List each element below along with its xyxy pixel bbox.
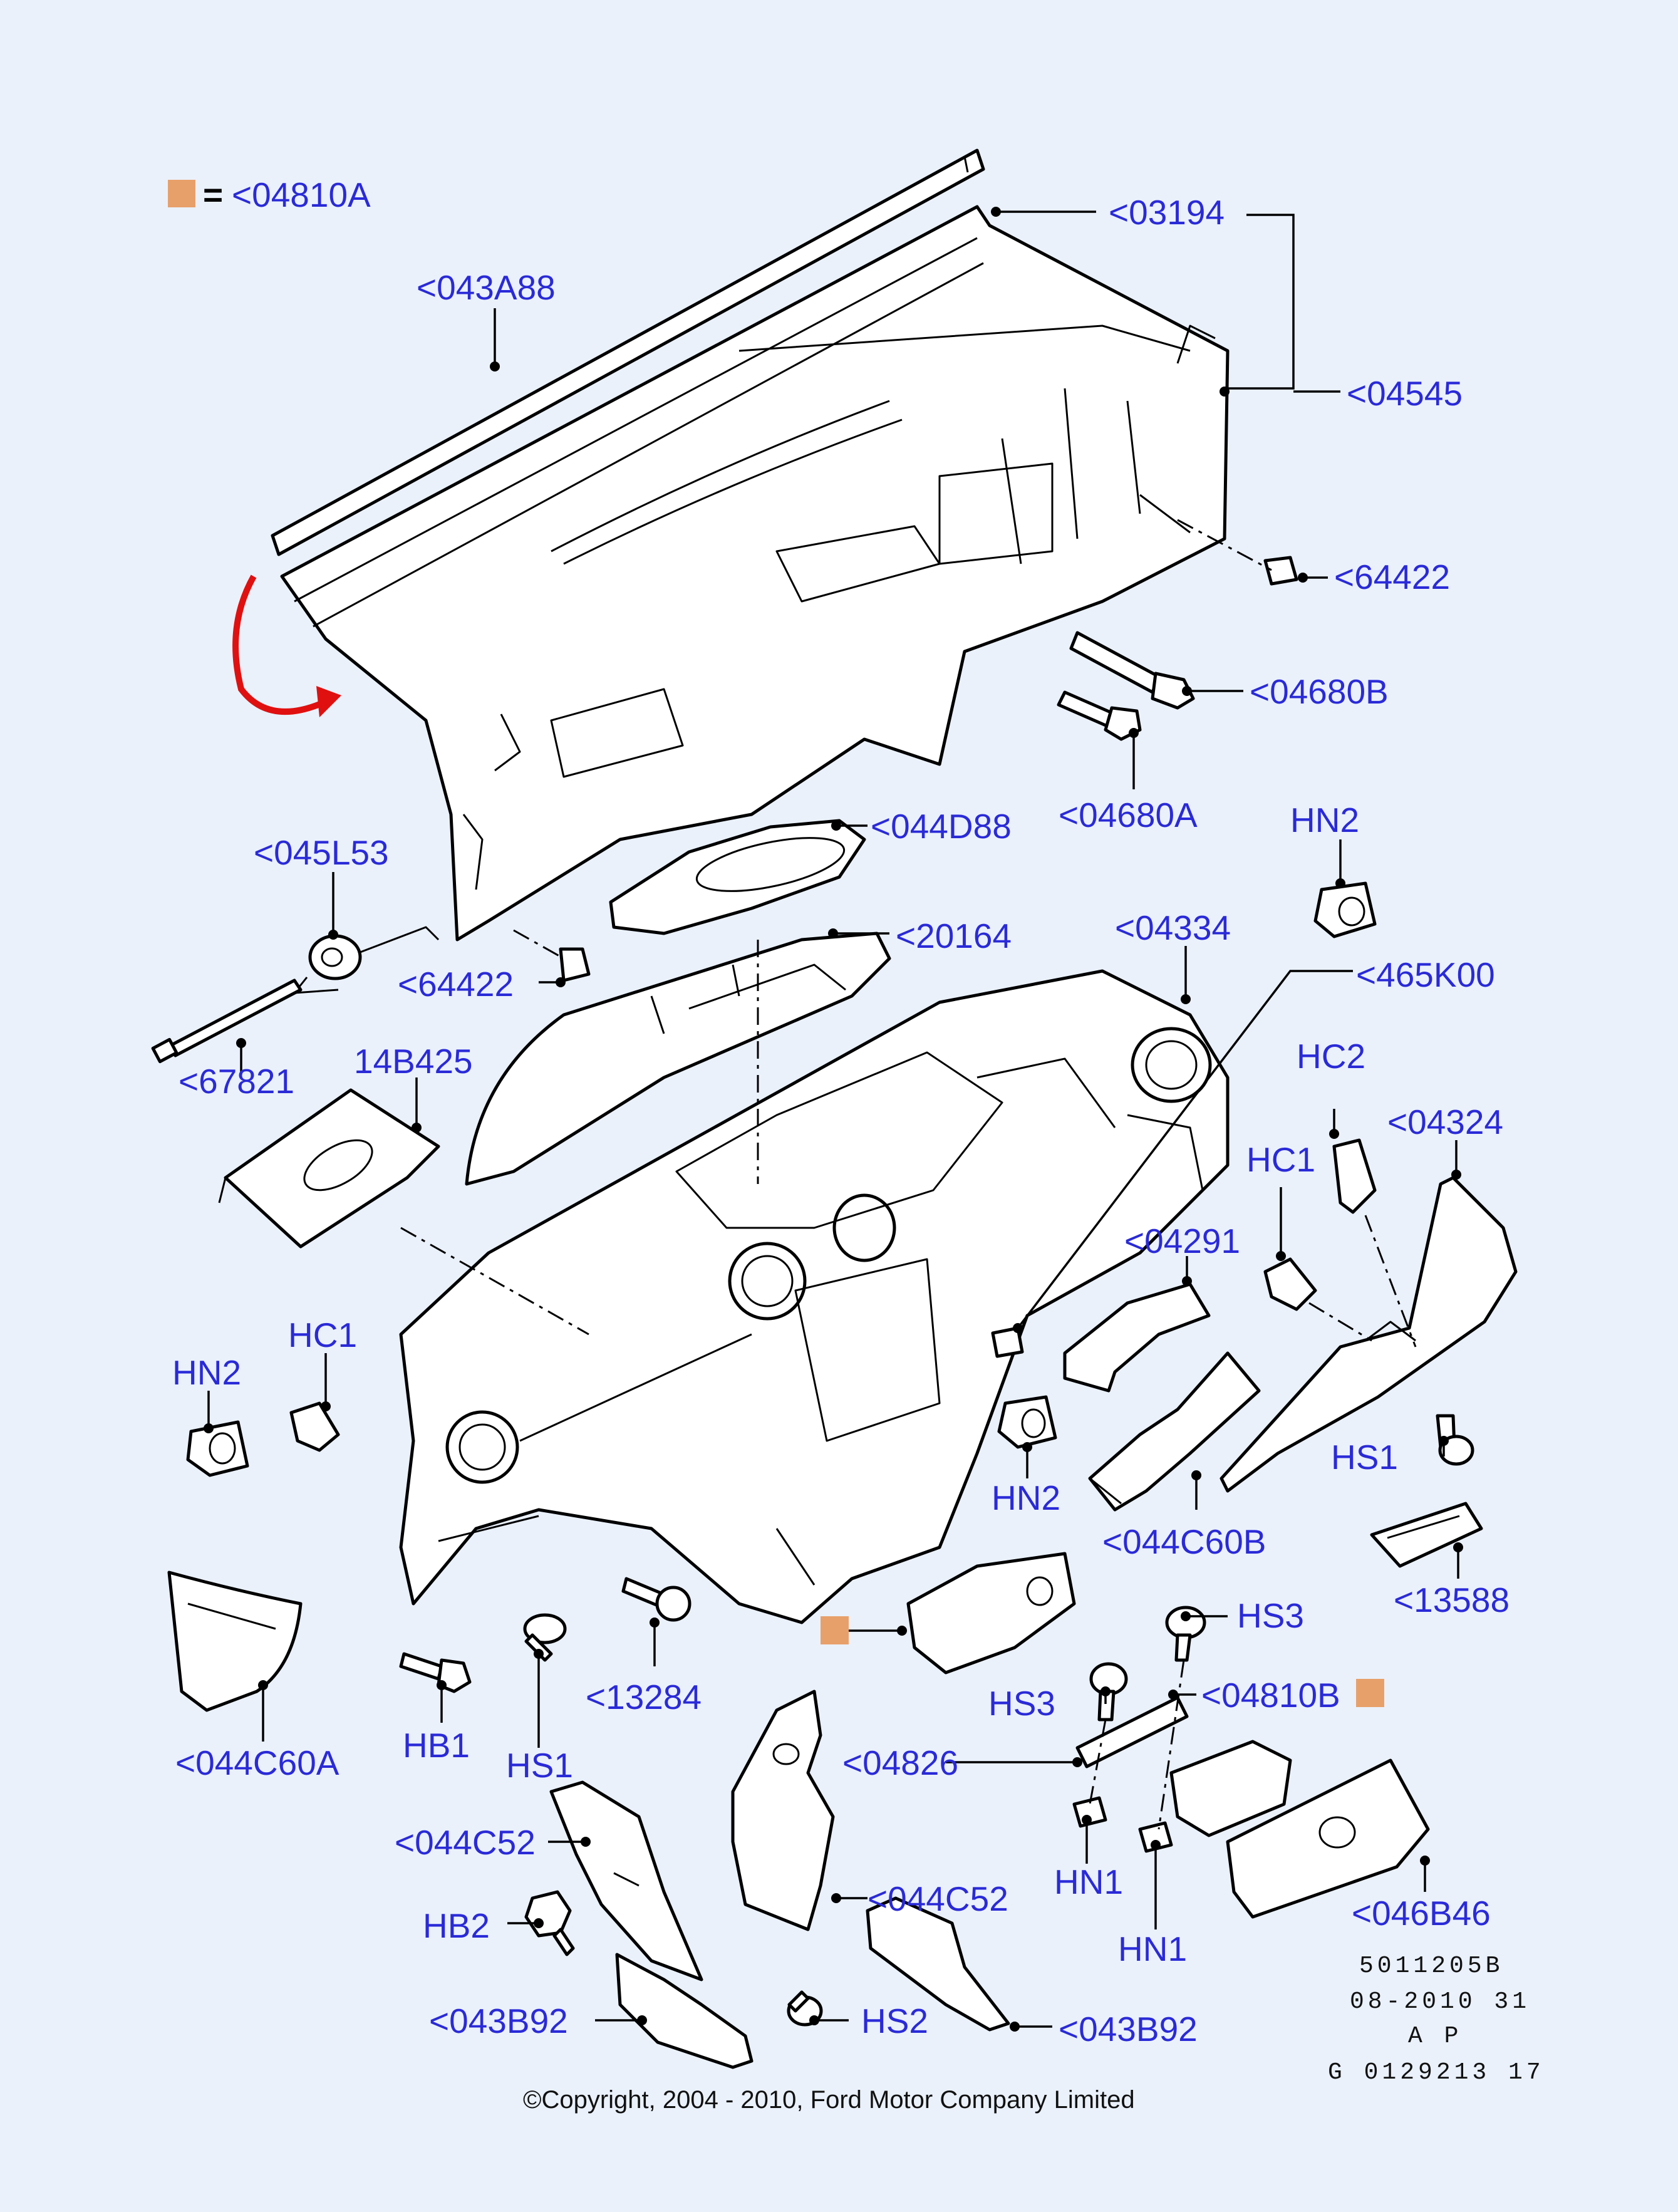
label-HC2: HC2 (1297, 1037, 1365, 1076)
part-67821-long-bolt (151, 979, 303, 1064)
label-046B46: <046B46 (1352, 1894, 1491, 1933)
part-20164-upper-cover (465, 932, 891, 1186)
part-044C60A-side-panel (167, 1571, 303, 1712)
part-04826-strap (1075, 1696, 1189, 1768)
label-64422-left: <64422 (398, 965, 514, 1004)
part-044D88-vent-cover (609, 819, 866, 935)
part-HC1-clip-left (289, 1401, 340, 1452)
part-044C60B-duct (1088, 1351, 1261, 1512)
leader-lines (204, 207, 1463, 2032)
label-04680B: <04680B (1250, 672, 1389, 711)
label-67821: <67821 (179, 1062, 294, 1101)
part-HS1-screw-right (1436, 1414, 1474, 1466)
part-04810A-bracket (906, 1552, 1076, 1675)
legend-code: <04810A (232, 175, 371, 214)
label-HB1: HB1 (403, 1726, 470, 1765)
reference-line-1: 5011205B (1359, 1953, 1503, 1980)
label-HB2: HB2 (423, 1906, 490, 1945)
label-HC1-right: HC1 (1246, 1140, 1315, 1179)
part-HC2-clip (1332, 1138, 1377, 1214)
part-64422-clip-right (1263, 556, 1298, 586)
part-046B46-glovebox (1226, 1758, 1430, 1919)
part-HN1-nut-right (1138, 1821, 1173, 1853)
label-044C52-right: <044C52 (867, 1879, 1008, 1918)
part-465K00-block (991, 1326, 1024, 1358)
label-04810B: <04810B (1201, 1676, 1340, 1715)
label-043A88: <043A88 (417, 268, 556, 307)
label-044C52-left: <044C52 (395, 1823, 536, 1862)
label-HN1-left: HN1 (1054, 1862, 1123, 1901)
part-HS3-screw-top (1165, 1606, 1206, 1662)
label-HN2-right: HN2 (1290, 801, 1359, 839)
part-04324-lower-right-panel (1220, 1176, 1518, 1493)
part-14B425-bracket (218, 1088, 440, 1249)
callout-labels: <03194 <043A88 <04545 <64422 <04680B <04… (172, 193, 1510, 2048)
label-HS3-top: HS3 (1237, 1596, 1304, 1635)
reference-line-4: G 0129213 17 (1328, 2059, 1545, 2086)
label-03194: <03194 (1109, 193, 1225, 232)
label-HN2-mid: HN2 (992, 1478, 1060, 1517)
part-HC1-clip-right (1263, 1257, 1317, 1311)
part-HB1-bolt (399, 1652, 472, 1693)
part-HN2-nut-left (186, 1420, 249, 1477)
label-13284: <13284 (586, 1678, 702, 1716)
legend: = <04810A (168, 175, 371, 214)
part-04291-bracket (1063, 1282, 1211, 1393)
label-04680A: <04680A (1059, 796, 1198, 834)
rotate-direction-arrow-icon (232, 574, 341, 717)
part-04680A-bolt (1057, 690, 1142, 741)
label-04324: <04324 (1387, 1103, 1503, 1141)
reference-line-3: A P (1408, 2023, 1462, 2050)
label-64422-right: <64422 (1334, 558, 1450, 596)
part-13588-tray (1370, 1502, 1483, 1568)
reference-block: 5011205B 08-2010 31 A P G 0129213 17 (1328, 1953, 1545, 2086)
label-043B92-left: <043B92 (429, 2002, 568, 2040)
orange-marker-04810B (1356, 1679, 1384, 1707)
label-04826: <04826 (842, 1743, 958, 1782)
label-HC1-left: HC1 (288, 1316, 357, 1354)
label-HN1-right: HN1 (1118, 1929, 1187, 1968)
label-HN2-left: HN2 (172, 1353, 241, 1392)
part-044C52-bracket-right (731, 1690, 835, 1931)
label-045L53: <045L53 (254, 833, 389, 872)
part-13284-screw (621, 1577, 691, 1622)
label-HS2: HS2 (861, 2002, 928, 2040)
label-04291: <04291 (1124, 1222, 1240, 1260)
part-HN2-nut-right (1313, 881, 1377, 938)
part-043B92-lower-left (615, 1953, 754, 2069)
label-HS1-left: HS1 (506, 1746, 573, 1785)
part-043A88-top-trim-strip (271, 148, 985, 556)
label-044C60B: <044C60B (1102, 1522, 1266, 1561)
label-04545: <04545 (1347, 374, 1463, 413)
part-04810B-box (1169, 1740, 1292, 1837)
legend-swatch (168, 180, 195, 207)
orange-marker-04810A (821, 1616, 849, 1644)
label-044C60A: <044C60A (175, 1743, 339, 1782)
label-043B92-right: <043B92 (1059, 2010, 1198, 2048)
label-04334: <04334 (1115, 908, 1231, 947)
part-64422-clip-left (559, 947, 591, 982)
part-HS3-screw-bottom (1089, 1662, 1128, 1721)
label-HS1-right: HS1 (1331, 1438, 1398, 1477)
part-04680B-bolt (1069, 631, 1195, 710)
label-044D88: <044D88 (871, 807, 1012, 846)
assembly-alignment-lines (400, 519, 1417, 1830)
part-HN2-nut-mid (997, 1395, 1057, 1449)
part-044C52-bracket-left (549, 1780, 703, 1981)
label-20164: <20164 (896, 916, 1012, 955)
label-14B425: 14B425 (354, 1042, 473, 1081)
reference-line-2: 08-2010 31 (1350, 1988, 1530, 2015)
copyright-notice: ©Copyright, 2004 - 2010, Ford Motor Comp… (523, 2086, 1135, 2114)
label-465K00: <465K00 (1356, 955, 1495, 994)
label-13588: <13588 (1394, 1581, 1510, 1619)
part-043B92-lower-right (866, 1896, 1010, 2032)
legend-equals: = (203, 175, 223, 214)
label-HS3-bottom: HS3 (988, 1684, 1055, 1723)
part-03194-upper-instrument-panel (280, 205, 1230, 942)
part-04334-main-instrument-panel (399, 969, 1230, 1624)
part-HS1-screw-left (523, 1613, 567, 1662)
